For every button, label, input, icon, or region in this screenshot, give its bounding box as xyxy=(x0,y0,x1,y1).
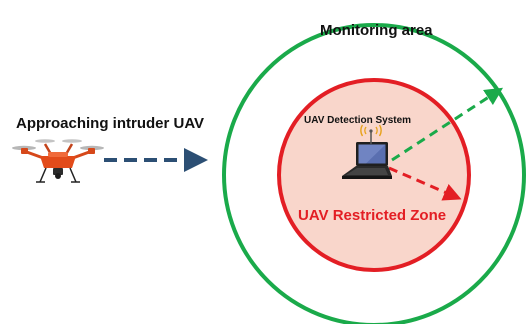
drone-icon xyxy=(12,139,104,183)
wifi-signal-icon xyxy=(360,124,382,144)
monitoring-area-label: Monitoring area xyxy=(320,22,433,39)
laptop-icon xyxy=(342,142,392,179)
restricted-arrow xyxy=(388,166,462,201)
restricted-zone-label: UAV Restricted Zone xyxy=(298,207,447,224)
monitoring-arrow xyxy=(391,87,504,162)
intruder-uav-label: Approaching intruder UAV xyxy=(16,115,205,132)
detection-system-label: UAV Detection System xyxy=(304,115,412,126)
